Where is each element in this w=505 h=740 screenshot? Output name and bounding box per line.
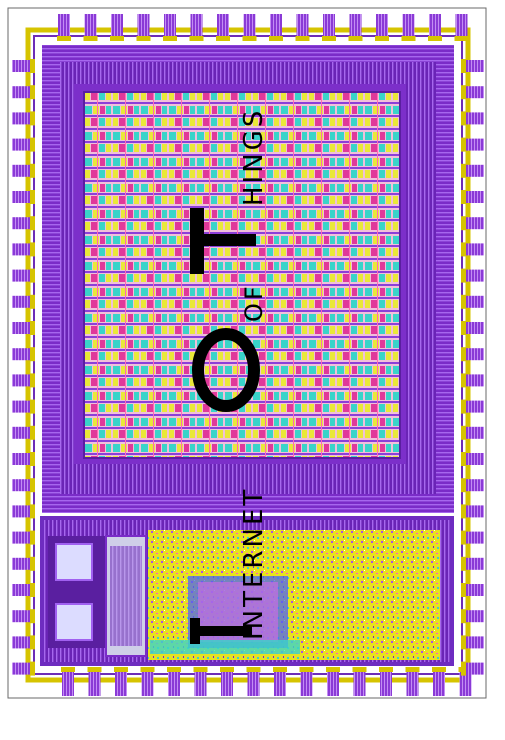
io-pad (405, 667, 420, 696)
io-pad (12, 373, 35, 388)
io-pad (322, 14, 336, 41)
artwork-text: INTERNET OF HINGS OT I (190, 108, 269, 644)
io-pad (461, 294, 484, 309)
io-pad (193, 667, 208, 696)
io-pad (61, 667, 75, 696)
io-pad (461, 85, 484, 100)
io-pad (461, 504, 484, 519)
io-pad (461, 399, 484, 414)
io-pad (12, 294, 35, 309)
io-pad (12, 425, 35, 440)
io-pad (454, 14, 469, 41)
io-pad (428, 14, 442, 41)
io-pad (12, 137, 35, 152)
io-pad (461, 583, 484, 597)
word-internet: INTERNET (239, 487, 269, 640)
io-pad (12, 399, 35, 414)
word-of: OF (240, 283, 268, 322)
io-pad (461, 478, 484, 493)
io-pad (461, 242, 484, 257)
sram-macro-2 (55, 603, 93, 641)
letter-i: I (190, 618, 252, 644)
io-pad (12, 504, 35, 519)
io-pad (461, 556, 484, 571)
io-pad (461, 163, 484, 178)
io-pad (461, 59, 484, 73)
io-pad (401, 14, 416, 41)
io-pad (326, 667, 340, 696)
io-pad (12, 583, 35, 597)
io-pad (375, 14, 389, 41)
io-pad (295, 14, 310, 41)
io-pad (461, 190, 484, 204)
io-pad (163, 14, 177, 41)
io-pad (57, 14, 71, 41)
io-pad (220, 667, 234, 696)
io-pad (432, 667, 446, 696)
io-pad (12, 556, 35, 571)
io-pad (12, 85, 35, 100)
io-pad (12, 242, 35, 257)
io-pad (379, 667, 393, 696)
io-pad (140, 667, 155, 696)
word-things: HINGS (239, 108, 269, 206)
io-pad-ring (12, 14, 484, 696)
io-pad (461, 425, 484, 440)
letter-t: T (190, 208, 256, 274)
io-pad (461, 321, 484, 335)
io-pad (110, 14, 124, 41)
io-pad (12, 347, 35, 362)
io-pad (12, 321, 35, 335)
io-pad (167, 667, 181, 696)
io-pad (461, 609, 484, 624)
io-pad (12, 111, 35, 126)
io-pad (461, 635, 484, 650)
io-pad (352, 667, 367, 696)
letter-o: O (192, 328, 260, 412)
io-pad (12, 478, 35, 493)
io-pad (461, 137, 484, 152)
io-pad (461, 347, 484, 362)
io-pad (348, 14, 363, 41)
io-pad (12, 452, 35, 466)
io-pad (114, 667, 128, 696)
io-pad (461, 216, 484, 231)
io-pad (299, 667, 314, 696)
io-pad (12, 59, 35, 73)
sram-macro-1 (55, 543, 93, 581)
io-pad (12, 530, 35, 545)
io-pad (461, 530, 484, 545)
io-pad (461, 452, 484, 466)
io-pad (246, 667, 261, 696)
io-pad (87, 667, 102, 696)
io-pad (12, 661, 35, 676)
io-pad (83, 14, 98, 41)
io-pad (12, 635, 35, 650)
io-pad (12, 190, 35, 204)
io-pad (216, 14, 230, 41)
io-pad (461, 373, 484, 388)
io-pad (136, 14, 151, 41)
io-pad (269, 14, 283, 41)
io-pad (12, 609, 35, 624)
io-pad (273, 667, 287, 696)
io-pad (12, 268, 35, 283)
io-pad (12, 216, 35, 231)
io-pad (189, 14, 204, 41)
io-pad (461, 661, 484, 676)
io-pad (242, 14, 257, 41)
io-pad (12, 163, 35, 178)
io-pad (461, 111, 484, 126)
io-pad (461, 268, 484, 283)
